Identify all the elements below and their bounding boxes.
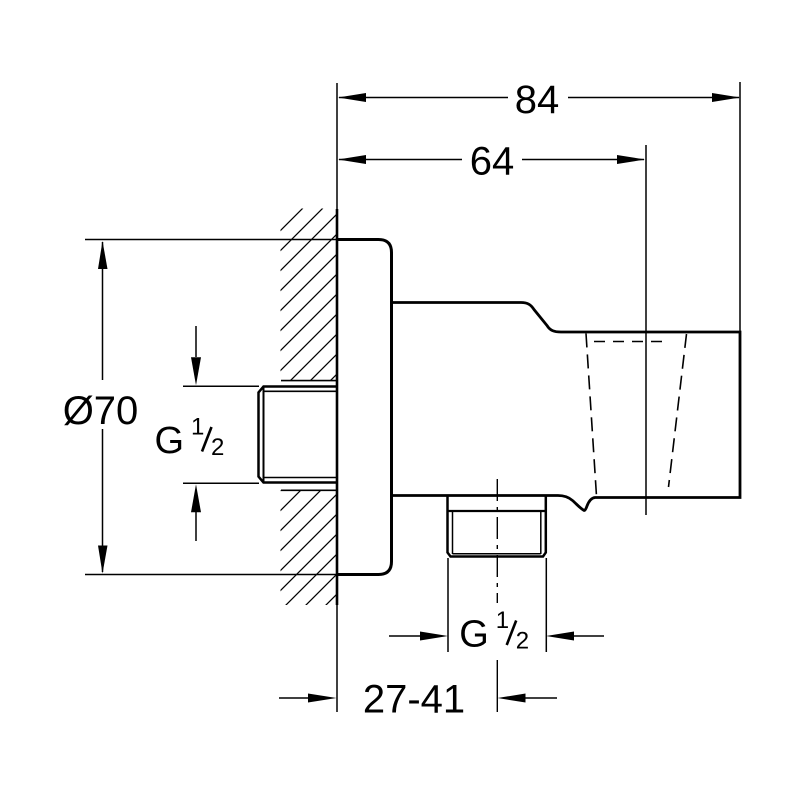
svg-text:84: 84 [515, 78, 560, 122]
svg-text:27-41: 27-41 [363, 678, 465, 722]
svg-text:G: G [459, 614, 489, 656]
svg-text:2: 2 [211, 434, 224, 461]
svg-text:G: G [155, 420, 185, 462]
svg-text:1: 1 [496, 607, 509, 634]
svg-text:64: 64 [470, 140, 515, 184]
svg-text:2: 2 [516, 628, 529, 655]
svg-text:Ø70: Ø70 [63, 389, 139, 433]
svg-text:1: 1 [191, 414, 204, 441]
